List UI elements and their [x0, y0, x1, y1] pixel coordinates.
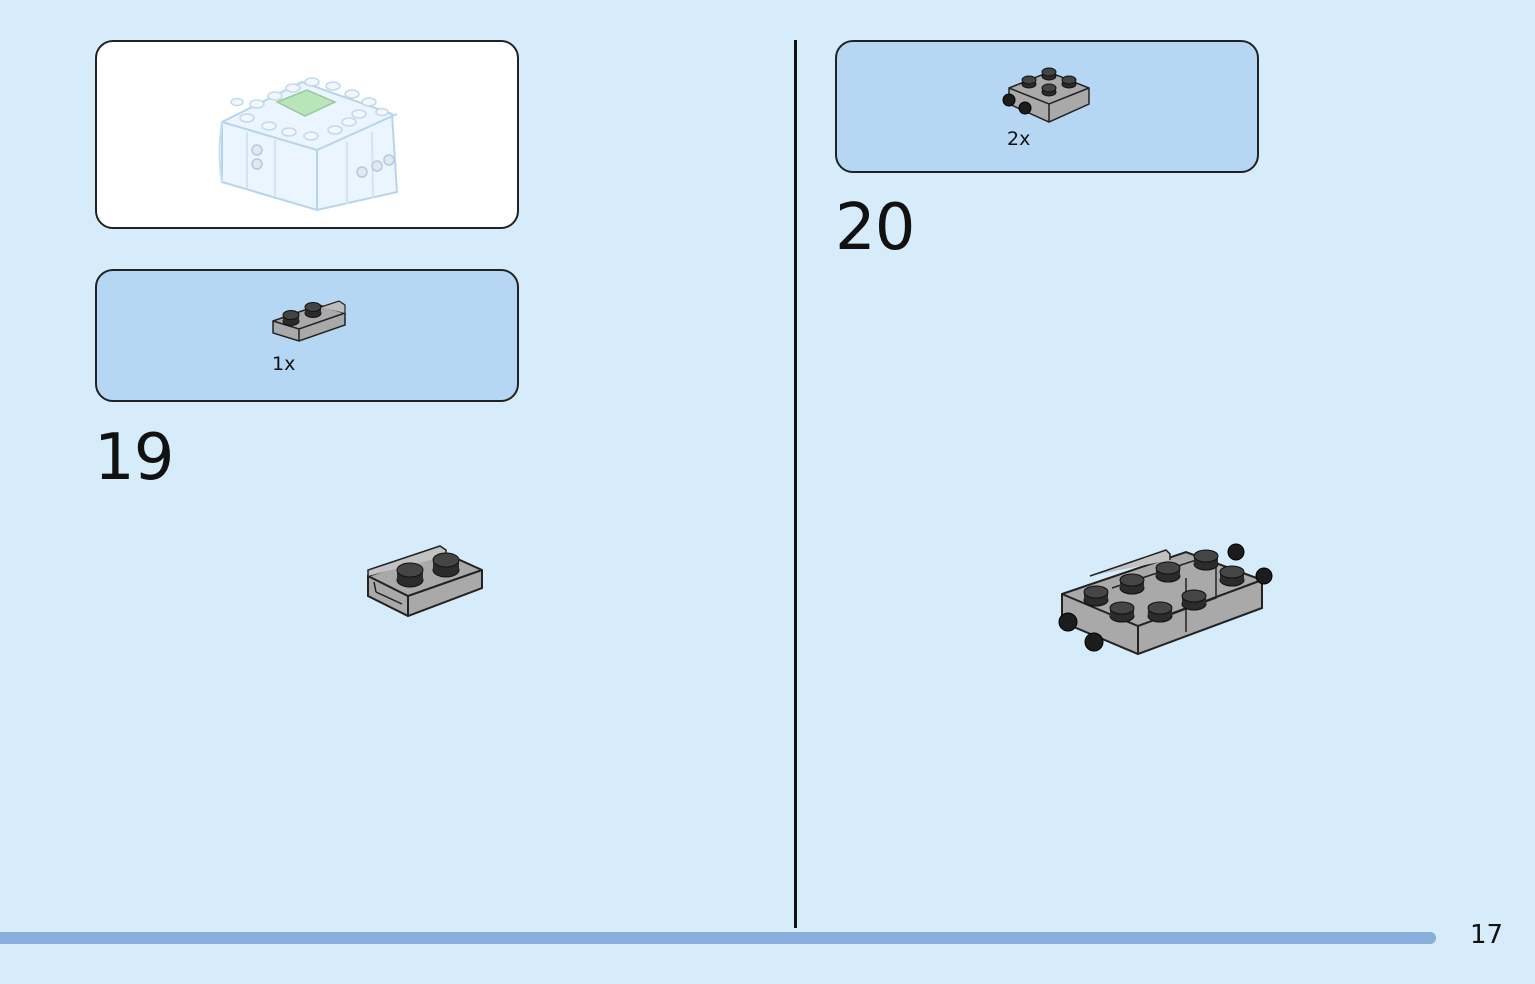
step-number: 20 [835, 191, 915, 265]
parts-callout-step-19: 1x [95, 269, 519, 402]
page-divider [794, 40, 797, 928]
step-19-assembly-illustration [367, 545, 483, 618]
model-overview-illustration [218, 77, 399, 212]
plate-2x2-with-wheel-pins-icon [1002, 67, 1090, 123]
part-quantity: 2x [1007, 128, 1031, 150]
step-20-assembly-illustration [1058, 543, 1273, 656]
progress-bar [0, 932, 1436, 944]
page-number: 17 [1470, 920, 1504, 950]
part-quantity: 1x [272, 353, 296, 375]
step-number: 19 [94, 421, 174, 495]
context-model-panel [95, 40, 519, 229]
parts-callout-step-20: 2x [835, 40, 1259, 173]
progress-bar-fill [0, 932, 1436, 944]
plate-1x2-with-rail-icon [272, 300, 346, 342]
